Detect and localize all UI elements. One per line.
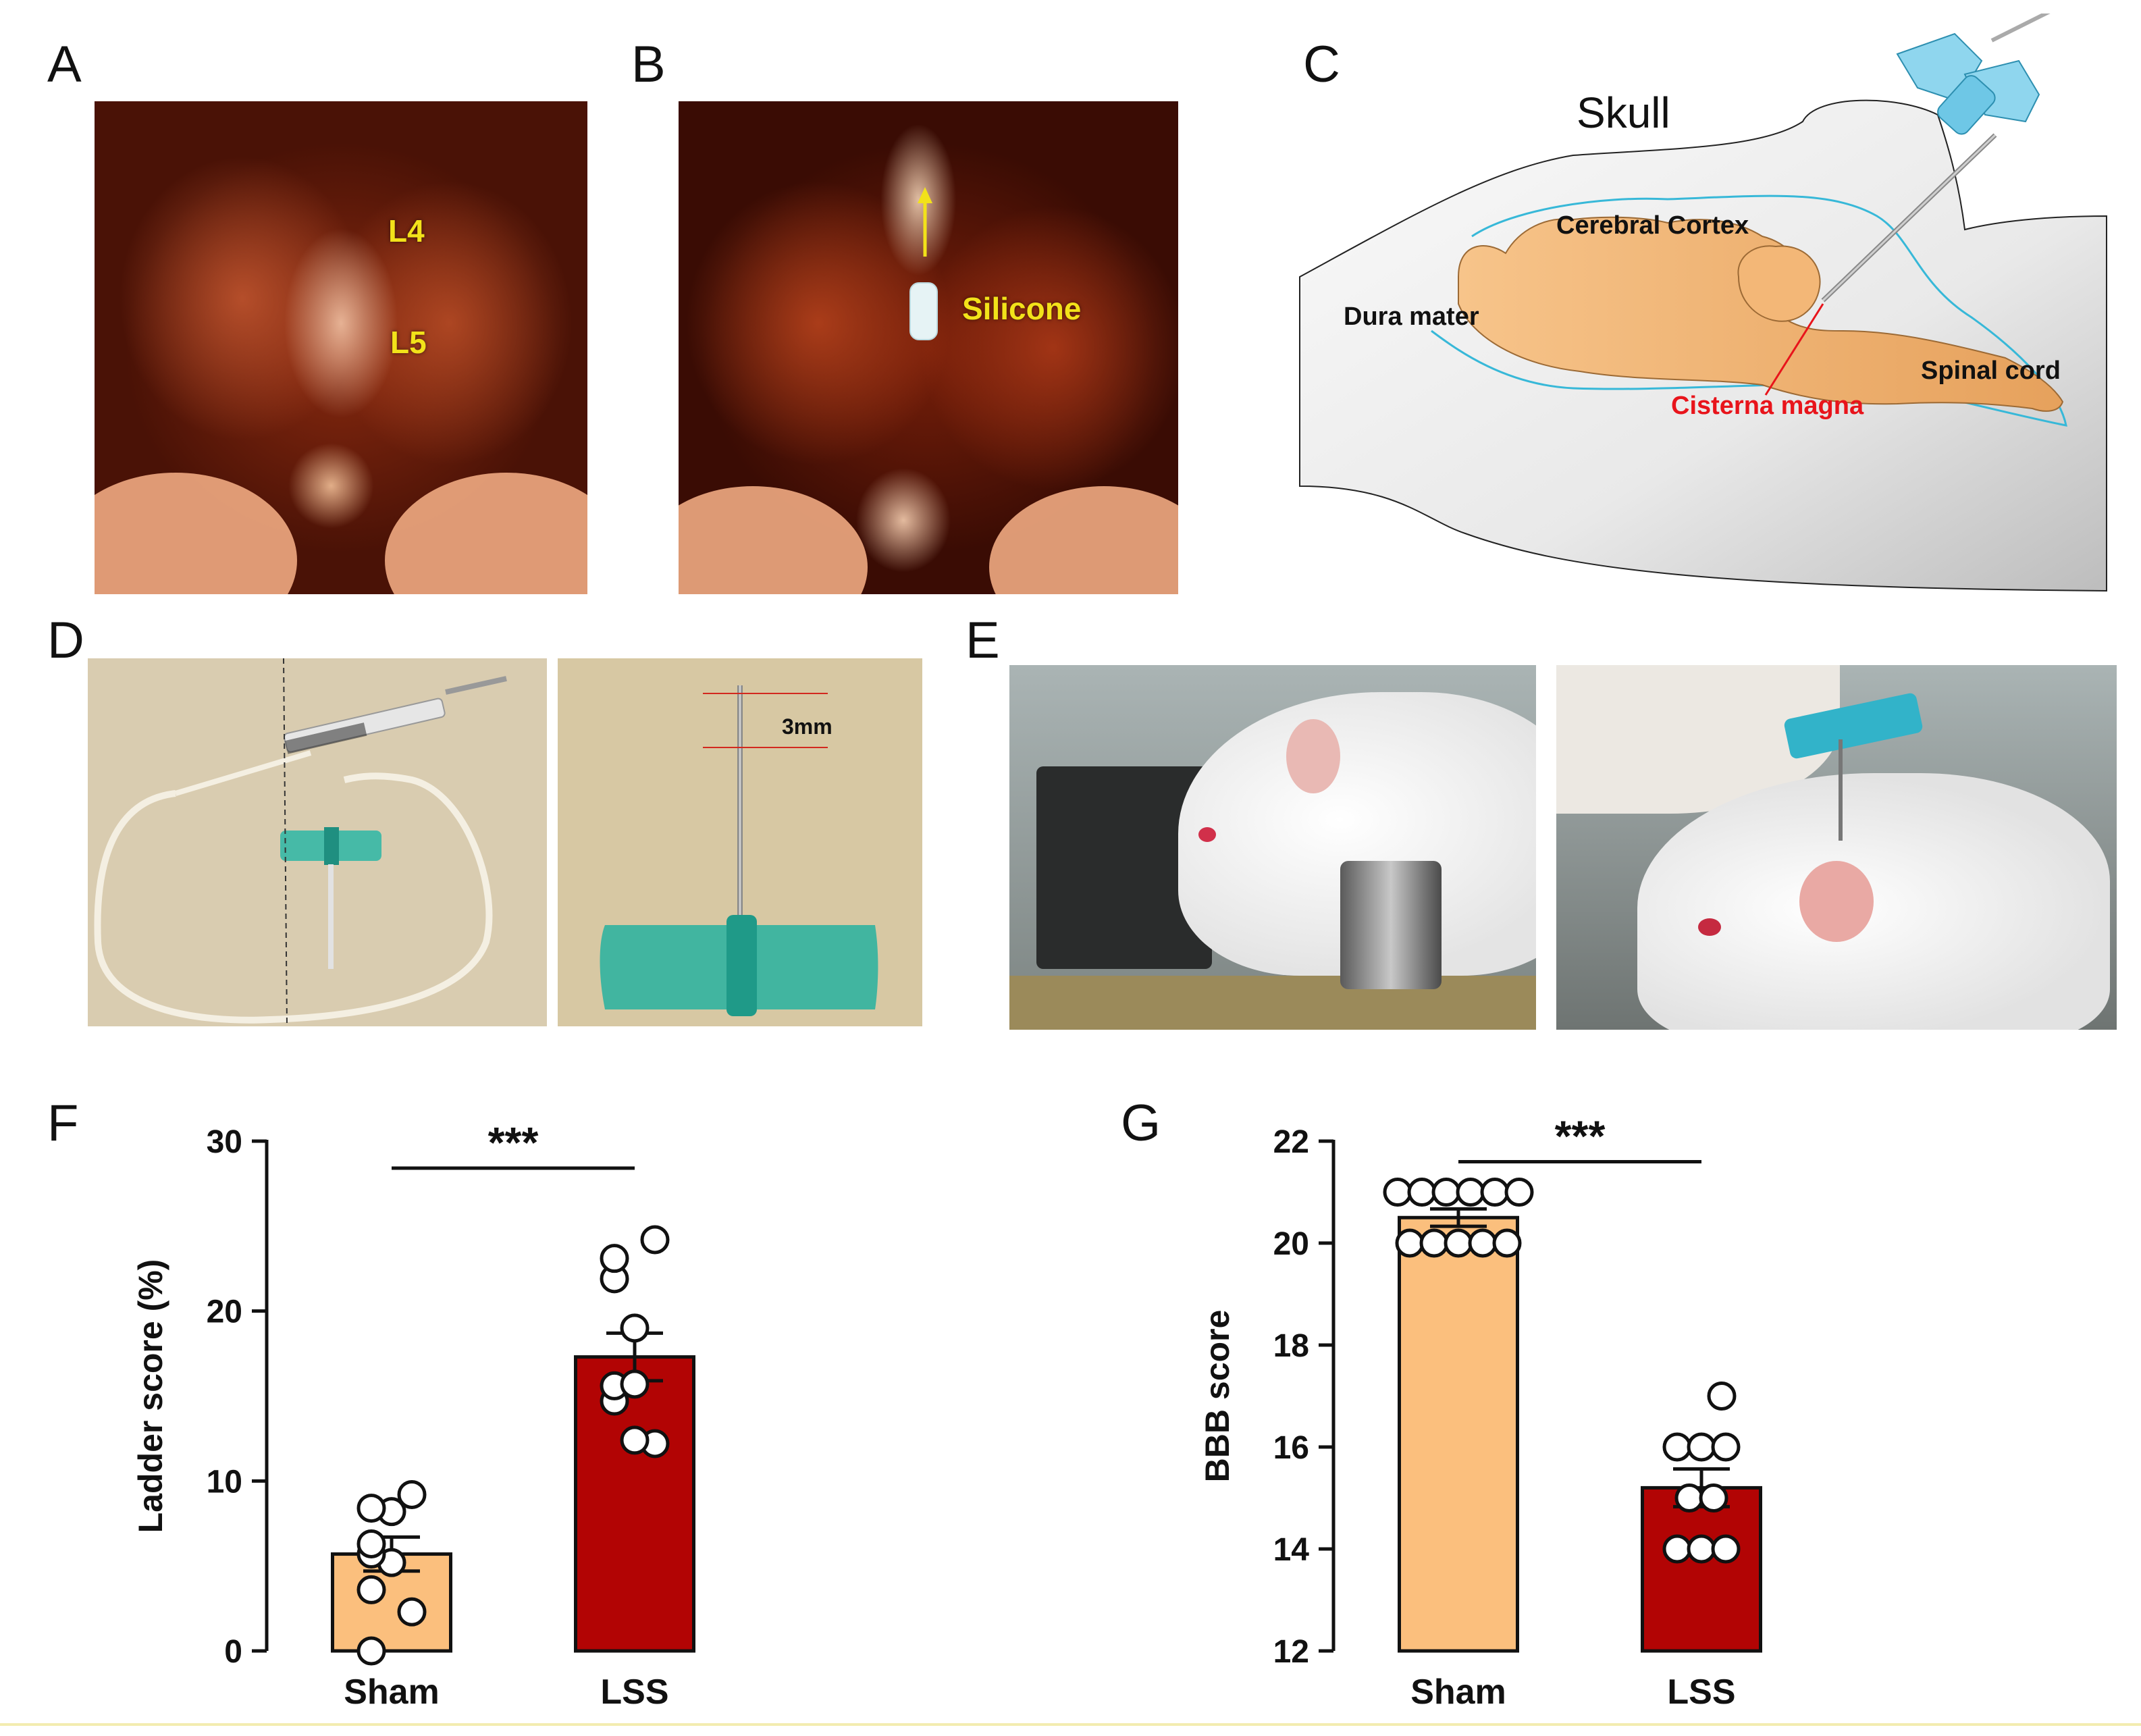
needle-apparatus-photo (88, 658, 547, 1026)
panel-letter-g: G (1121, 1095, 1161, 1152)
cisterna-magna-diagram (1299, 14, 2107, 592)
y-tick-label: 10 (207, 1464, 242, 1500)
data-point (1480, 1178, 1510, 1207)
data-point (1687, 1432, 1716, 1462)
arrow-up-icon (918, 187, 932, 257)
vertebra-label-l4: L4 (388, 213, 425, 248)
y-tick-label: 30 (207, 1124, 242, 1160)
data-point (1431, 1178, 1461, 1207)
data-point (397, 1597, 427, 1627)
y-tick-label: 18 (1273, 1328, 1309, 1364)
needle-length-label: 3mm (782, 714, 832, 739)
panel-letter-f: F (47, 1095, 79, 1152)
bar-lss (1641, 1485, 1762, 1653)
data-point (1468, 1228, 1498, 1258)
spinal-cord-label: Spinal cord (1921, 357, 2061, 385)
skull-label: Skull (1577, 88, 1670, 137)
surgical-photo-a: L4 L5 (95, 101, 587, 594)
data-point (1419, 1228, 1449, 1258)
rat-stereotaxic-photo-2 (1556, 665, 2117, 1030)
y-tick-label: 22 (1273, 1124, 1309, 1160)
vertebra-label-l5: L5 (390, 325, 427, 360)
butterfly-needle-icon (1896, 14, 2051, 135)
data-point (1492, 1228, 1522, 1258)
silicone-label: Silicone (962, 291, 1082, 326)
category-label: Sham (344, 1673, 440, 1708)
y-axis-label: Ladder score (%) (132, 1259, 169, 1533)
data-point (1383, 1178, 1412, 1207)
significance-stars: *** (488, 1118, 539, 1167)
data-point (1456, 1178, 1485, 1207)
y-tick-label: 0 (224, 1634, 242, 1670)
category-label: LSS (600, 1673, 668, 1708)
y-tick-label: 20 (1273, 1226, 1309, 1262)
rat-stereotaxic-photo-1 (1009, 665, 1536, 1030)
data-point (620, 1313, 650, 1343)
data-point (1662, 1432, 1692, 1462)
data-point (397, 1479, 427, 1509)
cerebral-cortex-label: Cerebral Cortex (1556, 211, 1749, 240)
y-tick-label: 20 (207, 1294, 242, 1330)
panel-letter-d: D (47, 612, 84, 669)
data-point (1444, 1228, 1473, 1258)
category-label: LSS (1667, 1673, 1735, 1708)
panel-letter-b: B (631, 36, 666, 93)
panel-letter-e: E (966, 612, 1000, 669)
data-point (1687, 1534, 1716, 1564)
bar-lss (574, 1355, 695, 1653)
cisterna-pointer (1764, 303, 1824, 396)
data-point (600, 1244, 629, 1273)
data-point (1504, 1178, 1534, 1207)
data-point (356, 1494, 386, 1523)
category-label: Sham (1410, 1673, 1506, 1708)
data-point (1674, 1483, 1704, 1513)
cerebellum-shape (1737, 245, 1821, 322)
y-tick-label: 16 (1273, 1430, 1309, 1466)
y-axis-label: BBB score (1198, 1310, 1236, 1483)
data-point (1711, 1534, 1741, 1564)
needle-closeup-photo: 3mm (558, 658, 922, 1026)
surgical-photo-b: Silicone (679, 101, 1178, 594)
data-point (1711, 1432, 1741, 1462)
panel-letter-c: C (1303, 36, 1340, 93)
data-point (356, 1636, 386, 1666)
panel-letter-a: A (47, 36, 82, 93)
data-point (640, 1225, 670, 1255)
page-bottom-rule (0, 1723, 2141, 1726)
data-point (620, 1425, 650, 1455)
data-point (1699, 1483, 1728, 1513)
cisterna-magna-label: Cisterna magna (1671, 392, 1864, 420)
bar-sham (1398, 1215, 1519, 1653)
data-point (356, 1575, 386, 1604)
silicone-piece (909, 282, 938, 340)
data-point (620, 1369, 650, 1399)
data-point (1662, 1534, 1692, 1564)
data-point (1707, 1382, 1737, 1411)
data-point (1395, 1228, 1425, 1258)
data-point (356, 1529, 386, 1558)
data-point (1407, 1178, 1437, 1207)
y-tick-label: 12 (1273, 1634, 1309, 1670)
significance-stars: *** (1555, 1112, 1606, 1161)
y-tick-label: 14 (1273, 1532, 1310, 1568)
dura-mater-label: Dura mater (1344, 303, 1479, 331)
